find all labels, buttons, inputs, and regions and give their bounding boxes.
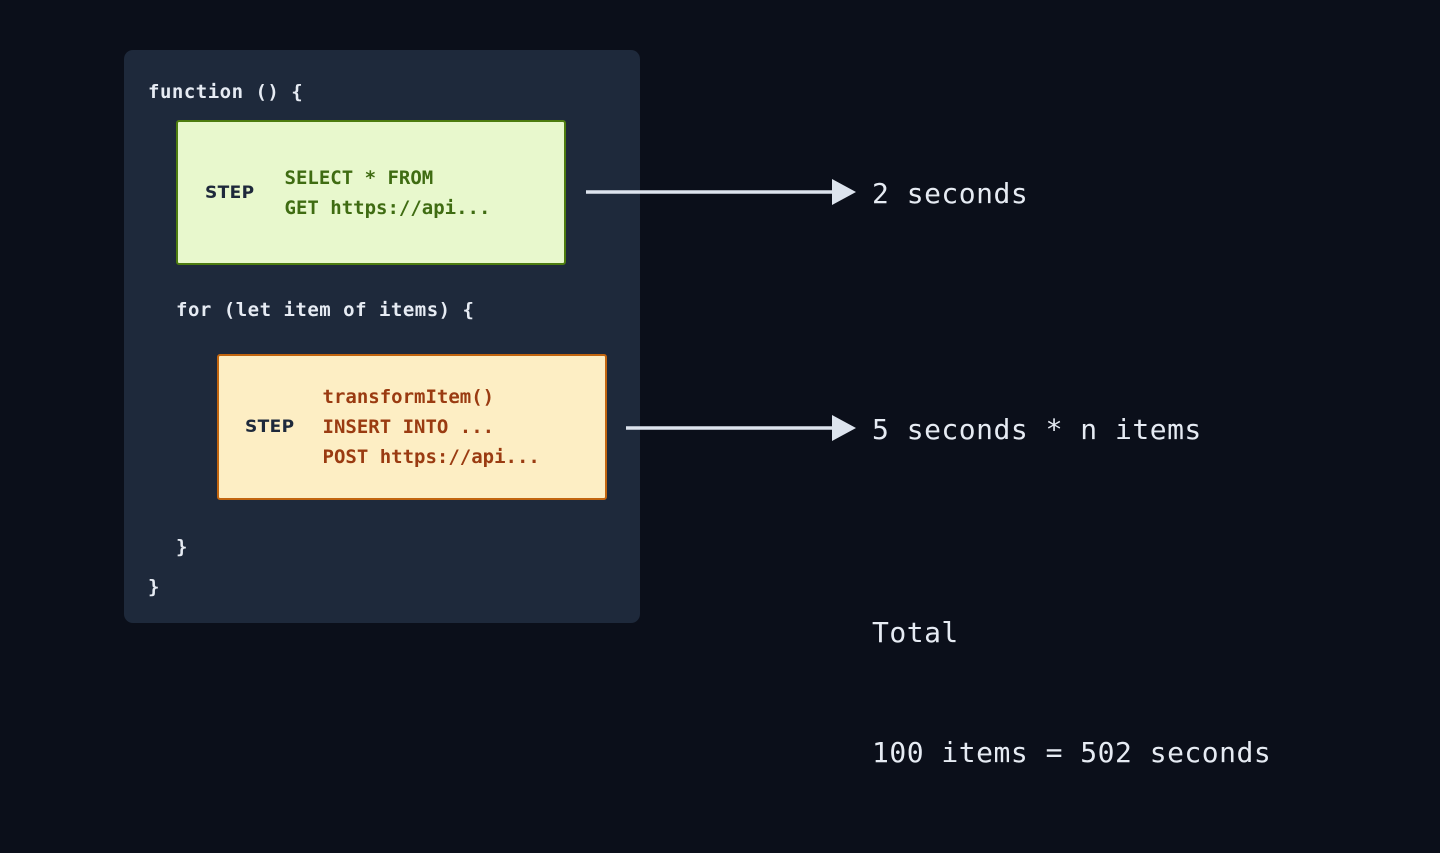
step-code-text: transformItem() INSERT INTO ... POST htt…: [322, 386, 540, 468]
step-block-green[interactable]: STEP SELECT * FROM GET https://api...: [176, 120, 566, 265]
code-line-function-open: function () {: [148, 81, 304, 103]
diagram-canvas: function () { for (let item of items) { …: [124, 50, 1271, 769]
step-label: STEP: [205, 182, 255, 203]
arrow-right-icon-step-one: [586, 179, 856, 205]
arrow-right-icon-step-two: [626, 415, 856, 441]
annotation-total: Total 100 items = 502 seconds: [872, 533, 1271, 853]
step-label: STEP: [245, 417, 295, 437]
code-line-for-close: }: [176, 536, 188, 558]
step-block-orange[interactable]: STEP transformItem() INSERT INTO ... POS…: [217, 354, 607, 500]
code-line-for-open: for (let item of items) {: [176, 299, 475, 321]
code-line-function-close: }: [148, 576, 160, 598]
step-code-text: SELECT * FROM GET https://api...: [284, 166, 491, 219]
annotation-step-two-duration: 5 seconds * n items: [872, 413, 1202, 446]
annotation-step-one-duration: 2 seconds: [872, 177, 1029, 210]
annotation-total-heading: Total: [872, 616, 959, 649]
annotation-total-value: 100 items = 502 seconds: [872, 736, 1272, 769]
